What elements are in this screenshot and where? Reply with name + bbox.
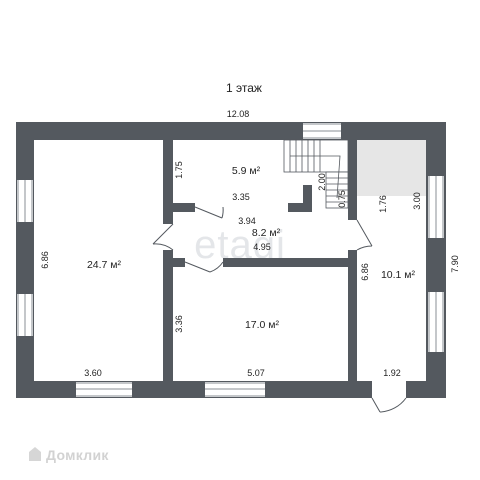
dim-center-width: 5.07 [247, 368, 265, 378]
room-area-right: 10.1 м² [381, 269, 416, 281]
house-icon [29, 447, 41, 461]
dim-overall-height: 7.90 [450, 255, 460, 273]
door-large-room [152, 223, 174, 251]
dim-top-middle-width: 3.35 [232, 192, 250, 202]
room-area-large: 24.7 м² [87, 259, 122, 271]
wall-center-top-left [173, 258, 185, 267]
wall-large-room-right [163, 140, 173, 224]
stairs [283, 139, 349, 209]
dim-hall-width-bottom: 4.95 [253, 242, 271, 252]
dim-hall-width-top: 3.94 [238, 216, 256, 226]
floor-title: 1 этаж [226, 81, 262, 95]
dim-entrance-width: 1.92 [383, 368, 401, 378]
brand-logo: Домклик [29, 447, 109, 463]
door-entrance [371, 397, 407, 413]
dim-right-height: 6.86 [360, 263, 370, 281]
brand-name: Домклик [46, 447, 109, 463]
door-top-room [194, 206, 224, 219]
room-area-hall: 8.2 м² [252, 227, 281, 239]
dim-overall-width: 12.08 [227, 109, 250, 119]
stair-arrow [290, 155, 341, 199]
dim-right-top: 3.00 [412, 192, 422, 210]
stair-shaded-area [357, 140, 426, 196]
wall-top-room-bottom-left [173, 203, 195, 212]
wall-center-top [223, 258, 348, 267]
door-right-room [356, 219, 373, 251]
dim-top-middle-height: 1.75 [174, 161, 184, 179]
wall-outer-top [16, 122, 446, 140]
doors [152, 206, 407, 413]
wall-stair-stub [303, 185, 312, 210]
wall-large-room-right-low [163, 250, 173, 381]
wall-outer-left [16, 122, 34, 398]
windows [17, 123, 444, 398]
wall-outer-right [426, 122, 446, 398]
room-area-center: 17.0 м² [245, 319, 280, 331]
entrance-gap [372, 381, 406, 398]
dim-stair-a: 2.00 [317, 173, 327, 191]
wall-top-room-bottom-right [288, 203, 312, 212]
door-center-room [184, 261, 224, 273]
room-area-top-middle: 5.9 м² [232, 165, 261, 177]
wall-right-inner-low [348, 250, 357, 381]
wall-right-inner [348, 140, 357, 220]
dim-center-height: 3.36 [174, 315, 184, 333]
dim-large-width: 3.60 [84, 368, 102, 378]
dim-stair-b: 0.75 [337, 190, 347, 208]
dim-stair-c: 1.76 [378, 195, 388, 213]
dim-large-height: 6.86 [40, 251, 50, 269]
